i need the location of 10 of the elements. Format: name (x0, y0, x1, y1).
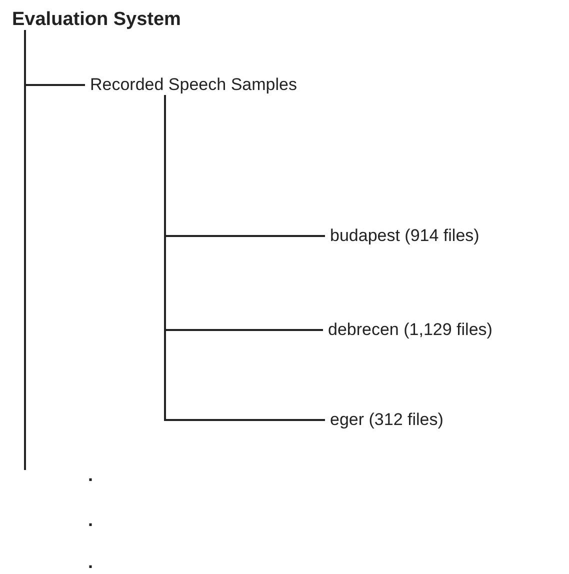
connector-line (24, 30, 85, 86)
node-label: budapest (914 files) (330, 226, 480, 245)
connector-line (164, 95, 325, 421)
ellipsis-dot: . (88, 553, 94, 571)
ellipsis-dot: . (88, 511, 94, 529)
node-label: Evaluation System (12, 9, 181, 30)
ellipsis-dot: . (88, 466, 94, 484)
node-label: debrecen (1,129 files) (328, 320, 492, 339)
node-label: eger (312 files) (330, 410, 444, 429)
node-label: Recorded Speech Samples (90, 75, 297, 94)
